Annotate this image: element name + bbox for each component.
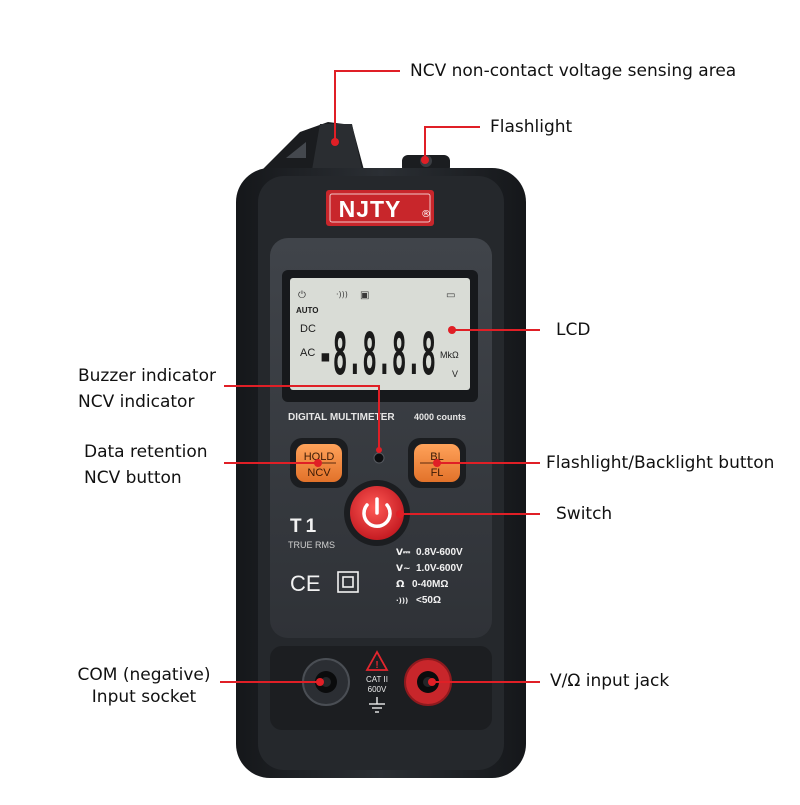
brand-badge [326, 190, 434, 226]
callout-dots [314, 138, 456, 686]
model-subtitle: TRUE RMS [288, 540, 335, 550]
cat-voltage: 600V [368, 685, 387, 694]
com-input-socket[interactable] [302, 658, 350, 706]
lcd-digits: -8.8.8.8 [318, 320, 436, 388]
double-insulation-icon [337, 571, 359, 593]
svg-text:!: ! [375, 660, 378, 671]
buzzer-callout-line2: NCV indicator [78, 392, 195, 412]
buzzer-callout-line1: Buzzer indicator [78, 366, 216, 386]
ground-icon [369, 697, 385, 713]
ncv-area-callout: NCV non-contact voltage sensing area [410, 61, 737, 81]
spec-symbol: V⎓ [396, 548, 411, 558]
lcd-unit-v: V [452, 369, 458, 379]
cat-rating: CAT II [366, 675, 388, 684]
panel-title: DIGITAL MULTIMETER [288, 412, 395, 423]
brand-text: NJTY [339, 196, 402, 222]
com-callout-line1: COM (negative) [77, 665, 211, 685]
bl-fl-button[interactable]: BL FL [408, 438, 466, 488]
spec-range: 0.8V-600V [416, 547, 463, 558]
spec-symbol: Ω [396, 579, 405, 590]
flashlight-callout: Flashlight [490, 117, 573, 137]
hold-callout-line1: Data retention [84, 442, 208, 462]
battery-lcd-icon: ▭ [446, 290, 455, 301]
lcd-auto: AUTO [296, 306, 319, 315]
hold-callout-line2: NCV button [84, 468, 182, 488]
power-off-icon: ⏻ [298, 290, 306, 301]
lcd-callout: LCD [556, 320, 591, 340]
spec-symbol: ·))) [396, 597, 408, 605]
spec-range: 1.0V-600V [416, 563, 463, 574]
callout-lines [220, 70, 540, 683]
hold-label: HOLD [304, 451, 335, 463]
ncv-label: NCV [307, 467, 331, 479]
spec-range: <50Ω [416, 595, 441, 606]
lcd-ac: AC [300, 347, 315, 359]
ncv-area-leader [334, 70, 400, 142]
lcd-unit-ohm: MkΩ [440, 350, 459, 360]
spec-range: 0-40MΩ [412, 579, 448, 590]
warning-icon: ! [365, 650, 389, 671]
vohm-jack-callout: V/Ω input jack [550, 671, 670, 691]
flashlight-leader [424, 126, 480, 160]
buzzer-leader [224, 385, 380, 450]
fl-label: FL [431, 467, 444, 479]
switch-callout: Switch [556, 504, 613, 524]
spec-list: V⎓ 0.8V-600V V~ 1.0V-600V Ω 0-40MΩ ·))) … [396, 547, 463, 606]
lcd-dc: DC [300, 323, 316, 335]
power-switch[interactable] [344, 480, 410, 546]
buzzer-lcd-icon: ·))) [336, 290, 348, 299]
model-name: T1 [290, 516, 320, 537]
lcd-screen [290, 278, 470, 390]
panel-counts: 4000 counts [414, 412, 466, 422]
buzzer-ncv-indicator-led [373, 452, 385, 464]
registered-mark: ® [421, 209, 431, 220]
com-callout-line2: Input socket [91, 687, 197, 707]
bl-button-callout: Flashlight/Backlight button [546, 453, 775, 473]
spec-symbol: V~ [396, 564, 411, 574]
hold-lcd-icon: ▣ [360, 290, 369, 301]
ce-mark: CE [290, 571, 321, 596]
bl-label: BL [430, 451, 443, 463]
ncv-sensing-tip [262, 122, 364, 170]
